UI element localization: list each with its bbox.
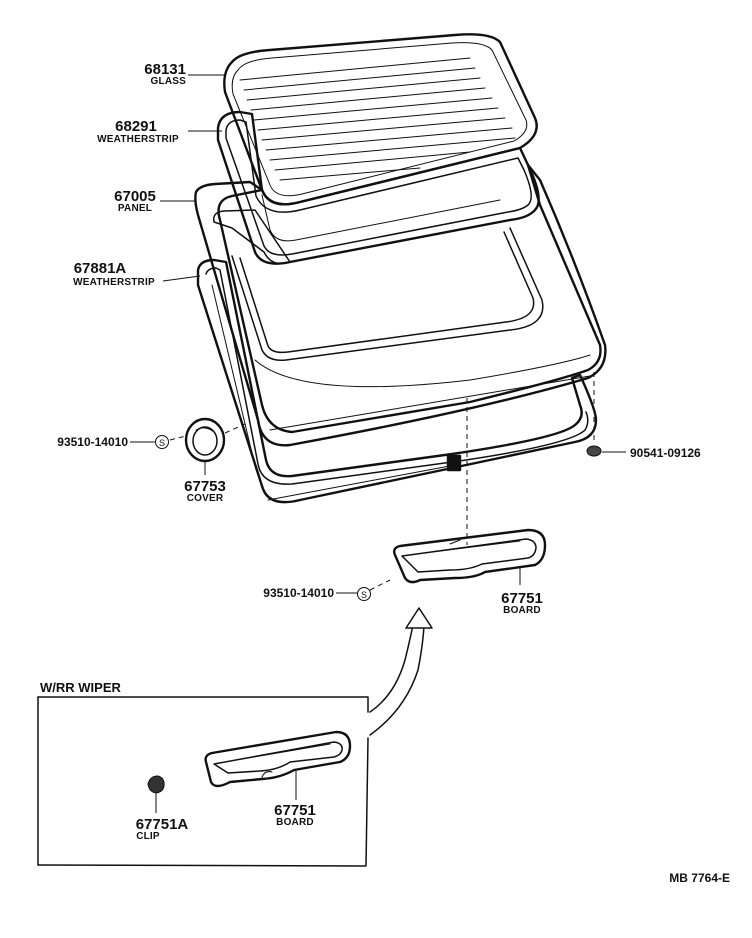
footer-code: MB 7764-E [669, 871, 730, 885]
inset-clip-number: 67751A [136, 816, 189, 833]
board-number: 67751 [501, 590, 543, 607]
label-inset-clip: 67751A CLIP [136, 816, 189, 842]
clip-right-number: 90541-09126 [630, 446, 701, 460]
cover-number: 67753 [184, 478, 226, 495]
label-screw-board: 93510-14010 [263, 586, 334, 600]
weatherstrip-lower-number: 67881A [74, 260, 127, 277]
screw-board-number: 93510-14010 [263, 586, 334, 600]
inset-clip-name: CLIP [136, 831, 160, 842]
panel-number: 67005 [114, 188, 156, 205]
curved-arrow [369, 607, 433, 736]
label-cover: 67753 COVER [184, 478, 226, 504]
label-weatherstrip-upper: 68291 WEATHERSTRIP [97, 118, 222, 145]
label-inset-title: W/RR WIPER [40, 680, 121, 695]
label-clip-right: 90541-09126 [630, 446, 701, 460]
label-board: 67751 BOARD [501, 590, 543, 616]
weatherstrip-upper-drawing [216, 110, 540, 265]
inset-board-name: BOARD [276, 817, 314, 828]
label-screw-left: 93510-14010 [57, 435, 128, 449]
board-drawing [369, 528, 547, 591]
screw-left-symbol: S [130, 435, 169, 449]
screw-board-s-label: S [361, 590, 367, 600]
weatherstrip-upper-name: WEATHERSTRIP [97, 134, 179, 145]
board-name: BOARD [503, 605, 541, 616]
diagram-code: MB 7764-E [669, 871, 730, 885]
inset-board-number: 67751 [274, 802, 316, 819]
label-panel: 67005 PANEL [114, 188, 196, 214]
cover-drawing [169, 417, 246, 475]
label-glass: 68131 GLASS [144, 61, 226, 87]
glass-number: 68131 [144, 61, 186, 78]
screw-board-symbol: S [336, 587, 371, 601]
panel-drawing [194, 163, 607, 447]
label-inset-board: 67751 BOARD [274, 802, 316, 828]
label-weatherstrip-lower: 67881A WEATHERSTRIP [73, 260, 201, 288]
panel-name: PANEL [118, 203, 152, 214]
inset-title: W/RR WIPER [40, 680, 121, 695]
glass-drawing [223, 33, 538, 206]
clip-right-drawing [586, 372, 626, 457]
glass-name: GLASS [151, 76, 187, 87]
wiper-inset [37, 696, 369, 867]
weatherstrip-lower-drawing [196, 258, 598, 504]
screw-left-number: 93510-14010 [57, 435, 128, 449]
weatherstrip-upper-number: 68291 [115, 118, 157, 135]
screw-left-s-label: S [159, 438, 165, 448]
weatherstrip-lower-name: WEATHERSTRIP [73, 277, 155, 288]
cover-name: COVER [187, 493, 224, 504]
